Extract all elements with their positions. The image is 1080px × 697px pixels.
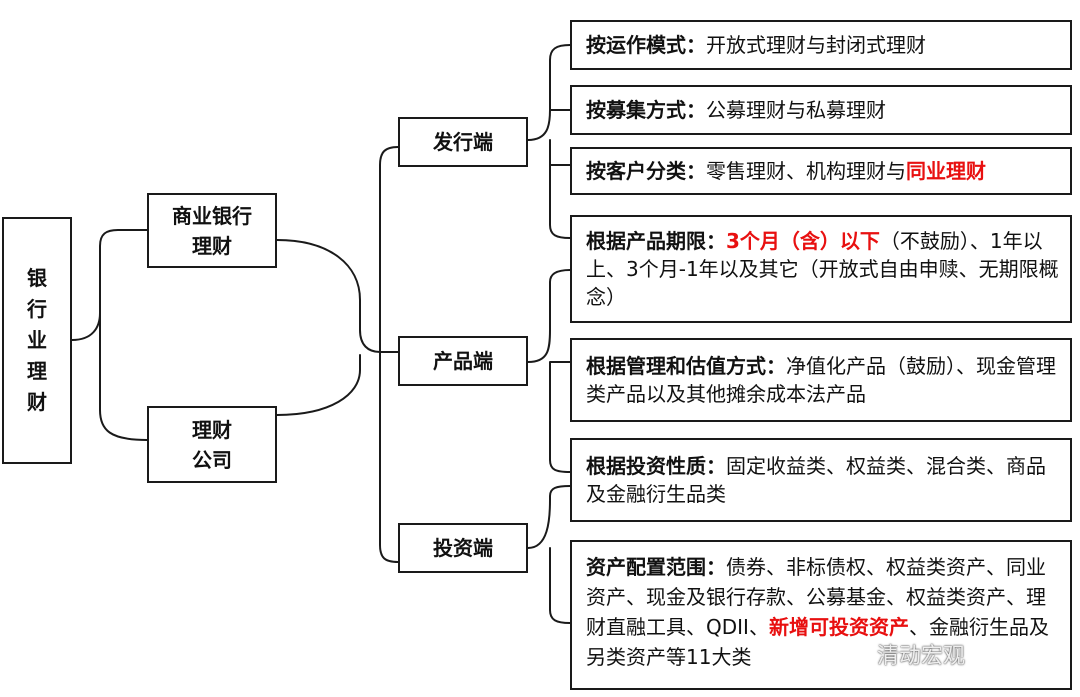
raising-head: 按募集方式：: [586, 98, 706, 122]
valuation-body: 净值化产品（鼓励）、现金管理类产品以及其他摊余成本法产品: [586, 354, 1056, 406]
allocation-tail: 、金融衍生品及另类资产等11大类: [586, 615, 1049, 669]
level1-merge-brace: [276, 239, 381, 416]
investment-side-node: 投资端: [398, 523, 528, 573]
product-term-box: 根据产品期限：3个月（含）以下（不鼓励）、1年以上、3个月-1年以及其它（开放式…: [570, 215, 1072, 323]
nature-head: 根据投资性质：: [586, 454, 726, 478]
client-body: 零售理财、机构理财与: [706, 159, 906, 183]
wealth-company-line2: 公司: [192, 447, 232, 472]
client-highlight: 同业理财: [906, 159, 986, 183]
term-head: 根据产品期限：: [586, 229, 726, 253]
client-type-box: 按客户分类：零售理财、机构理财与同业理财: [570, 147, 1072, 195]
operation-mode-box: 按运作模式：开放式理财与封闭式理财: [570, 20, 1072, 70]
root-char-0: 银: [27, 266, 47, 290]
investment-brace: [527, 485, 571, 624]
issuer-side-node: 发行端: [398, 117, 528, 167]
root-char-3: 理: [27, 359, 47, 383]
wealth-company-line1: 理财: [192, 417, 232, 442]
term-highlight: 3个月（含）以下: [726, 229, 880, 253]
root-char-1: 行: [27, 297, 47, 321]
watermark-text: 清动宏观: [877, 644, 966, 669]
level2-brace: [379, 146, 399, 563]
allocation-head: 资产配置范围：: [586, 555, 726, 579]
issuer-brace: [527, 44, 571, 239]
valuation-head: 根据管理和估值方式：: [586, 354, 786, 378]
commercial-bank-wealth-node: 商业银行 理财: [147, 193, 277, 268]
commercial-bank-line2: 理财: [192, 233, 232, 258]
raising-method-box: 按募集方式：公募理财与私募理财: [570, 85, 1072, 135]
raising-body: 公募理财与私募理财: [706, 98, 886, 122]
asset-allocation-box: 资产配置范围：债券、非标债权、权益类资产、同业资产、现金及银行存款、公募基金、权…: [570, 540, 1072, 690]
operation-head: 按运作模式：: [586, 33, 706, 57]
investment-side-label: 投资端: [433, 536, 493, 560]
root-node: 银 行 业 理 财: [2, 217, 72, 464]
nature-body: 固定收益类、权益类、混合类、商品及金融衍生品类: [586, 454, 1046, 506]
product-brace: [527, 269, 571, 473]
issuer-side-label: 发行端: [433, 130, 493, 154]
operation-body: 开放式理财与封闭式理财: [706, 33, 926, 57]
investment-nature-box: 根据投资性质：固定收益类、权益类、混合类、商品及金融衍生品类: [570, 438, 1072, 522]
product-side-node: 产品端: [398, 336, 528, 386]
term-body: （不鼓励）、1年以上、3个月-1年以及其它（开放式自由申赎、无期限概念）: [586, 229, 1059, 309]
client-head: 按客户分类：: [586, 159, 706, 183]
valuation-method-box: 根据管理和估值方式：净值化产品（鼓励）、现金管理类产品以及其他摊余成本法产品: [570, 338, 1072, 422]
root-char-2: 业: [27, 328, 47, 352]
wealth-company-node: 理财 公司: [147, 406, 277, 483]
product-side-label: 产品端: [433, 349, 493, 373]
allocation-body: 债券、非标债权、权益类资产、同业资产、现金及银行存款、公募基金、权益类资产、理财…: [586, 555, 1046, 639]
root-brace: [71, 229, 148, 441]
allocation-highlight: 新增可投资资产: [768, 615, 909, 639]
commercial-bank-line1: 商业银行: [172, 203, 252, 228]
root-char-4: 财: [27, 390, 47, 414]
